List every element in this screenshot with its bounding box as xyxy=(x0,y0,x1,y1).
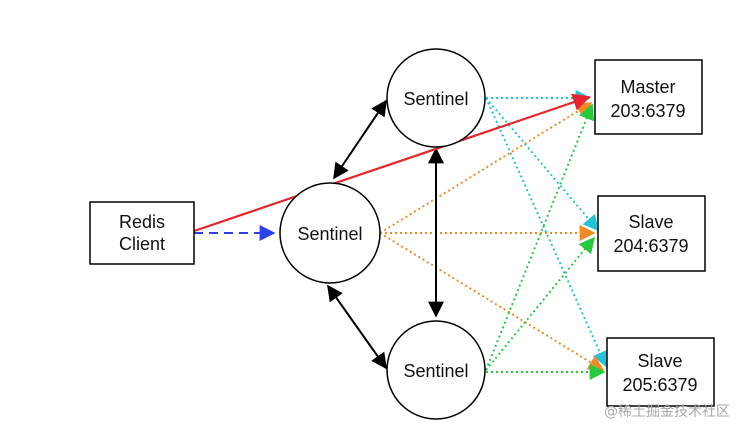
link-top-sentinel-to-slave-1 xyxy=(485,97,600,232)
slave-2-node: Slave 205:6379 xyxy=(606,337,715,407)
link-client-to-master xyxy=(193,93,591,233)
link-bottom-sentinel-to-slave-1 xyxy=(485,236,596,371)
sentinel-links xyxy=(327,99,444,370)
links-from-bottom-sentinel xyxy=(485,103,606,380)
sentinel-mid-label: Sentinel xyxy=(297,224,362,244)
link-mid-bottom-sentinel xyxy=(327,284,387,370)
sentinel-top-node: Sentinel xyxy=(386,48,486,148)
slave-2-line1: Slave xyxy=(637,351,682,371)
redis-client-line1: Redis xyxy=(119,212,165,232)
sentinel-mid-node: Sentinel xyxy=(279,182,381,284)
master-line1: Master xyxy=(620,77,675,97)
source-watermark: @稀土掘金技术社区 xyxy=(604,404,730,420)
slave-1-line2: 204:6379 xyxy=(613,236,688,256)
link-mid-sentinel-to-master xyxy=(379,102,593,234)
master-node: Master 203:6379 xyxy=(594,59,703,135)
redis-client-node: Redis Client xyxy=(89,201,195,265)
redis-client-line2: Client xyxy=(119,234,165,254)
sentinel-top-label: Sentinel xyxy=(403,89,468,109)
links-from-mid-sentinel xyxy=(379,102,605,371)
master-line2: 203:6379 xyxy=(610,101,685,121)
slave-1-line1: Slave xyxy=(628,212,673,232)
link-mid-sentinel-to-slave-2 xyxy=(379,232,605,371)
sentinel-bottom-label: Sentinel xyxy=(403,361,468,381)
slave-1-node: Slave 204:6379 xyxy=(597,195,706,272)
link-top-mid-sentinel xyxy=(333,99,387,180)
sentinel-bottom-node: Sentinel xyxy=(386,320,486,420)
slave-2-line2: 205:6379 xyxy=(622,375,697,395)
